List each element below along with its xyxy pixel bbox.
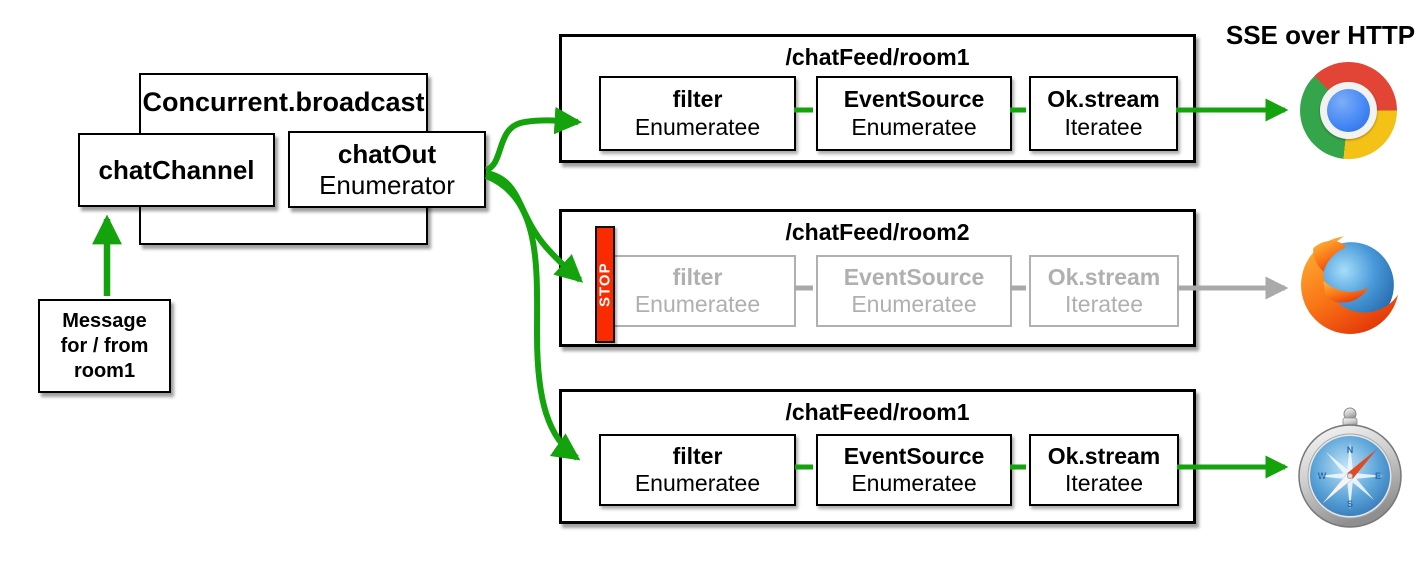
stage-eventsource: EventSource Enumeratee	[816, 76, 1012, 151]
stage-name: Ok.stream	[1047, 86, 1160, 113]
stage-type: Enumeratee	[851, 291, 977, 317]
safari-browser-icon: N E S W	[1298, 404, 1402, 530]
message-line-2: for / from	[60, 334, 149, 357]
stage-type: Enumeratee	[634, 291, 761, 317]
stage-okstream-disabled: Ok.stream Iteratee	[1029, 255, 1179, 327]
pipeline-room1-bottom: /chatFeed/room1 filter Enumeratee EventS…	[559, 389, 1196, 524]
concurrent-broadcast-title: Concurrent.broadcast	[142, 87, 425, 117]
message-line-1: Message	[62, 309, 147, 332]
stage-okstream: Ok.stream Iteratee	[1029, 434, 1179, 506]
chat-out-label: chatOut	[337, 138, 437, 169]
message-line-3: room1	[73, 359, 136, 382]
stage-filter-disabled: filter Enumeratee	[599, 255, 796, 327]
stage-name: filter	[672, 442, 723, 469]
stage-filter: filter Enumeratee	[599, 76, 796, 151]
message-box: Message for / from room1	[38, 299, 171, 393]
stage-eventsource: EventSource Enumeratee	[816, 434, 1012, 506]
stage-name: EventSource	[843, 442, 985, 469]
stage-type: Enumeratee	[634, 113, 761, 140]
firefox-browser-icon	[1299, 234, 1401, 336]
chat-channel-label: chatChannel	[98, 154, 255, 185]
chat-out-box: chatOut Enumerator	[288, 131, 486, 208]
svg-text:W: W	[1318, 471, 1327, 481]
stage-type: Iteratee	[1064, 113, 1143, 140]
stage-eventsource-disabled: EventSource Enumeratee	[816, 255, 1012, 327]
stage-name: Ok.stream	[1047, 442, 1161, 469]
stage-type: Enumeratee	[851, 113, 977, 140]
stage-type: Enumeratee	[634, 470, 761, 496]
svg-text:N: N	[1347, 445, 1354, 455]
stage-name: EventSource	[843, 86, 985, 113]
chrome-browser-icon	[1300, 62, 1397, 159]
pipeline-room1-top: /chatFeed/room1 filter Enumeratee EventS…	[559, 34, 1196, 163]
stage-type: Iteratee	[1065, 470, 1143, 496]
svg-text:E: E	[1375, 471, 1381, 481]
stage-type: Iteratee	[1065, 291, 1143, 317]
stage-name: filter	[672, 86, 723, 113]
pipeline-route-title: /chatFeed/room1	[785, 399, 970, 425]
stage-name: EventSource	[843, 263, 985, 290]
stage-okstream: Ok.stream Iteratee	[1029, 76, 1178, 151]
stage-name: filter	[672, 263, 723, 290]
sse-over-http-label: SSE over HTTP	[1225, 20, 1416, 50]
stop-marker: STOP	[595, 226, 615, 343]
stage-type: Enumeratee	[851, 470, 977, 496]
pipeline-route-title: /chatFeed/room2	[785, 219, 970, 245]
chat-channel-box: chatChannel	[78, 133, 275, 207]
stage-name: Ok.stream	[1047, 263, 1161, 290]
pipeline-room2-middle: /chatFeed/room2 filter Enumeratee EventS…	[559, 209, 1196, 347]
chat-out-type-label: Enumerator	[319, 169, 455, 200]
pipeline-route-title: /chatFeed/room1	[785, 44, 970, 70]
stage-filter: filter Enumeratee	[599, 434, 796, 506]
svg-text:S: S	[1347, 499, 1353, 509]
